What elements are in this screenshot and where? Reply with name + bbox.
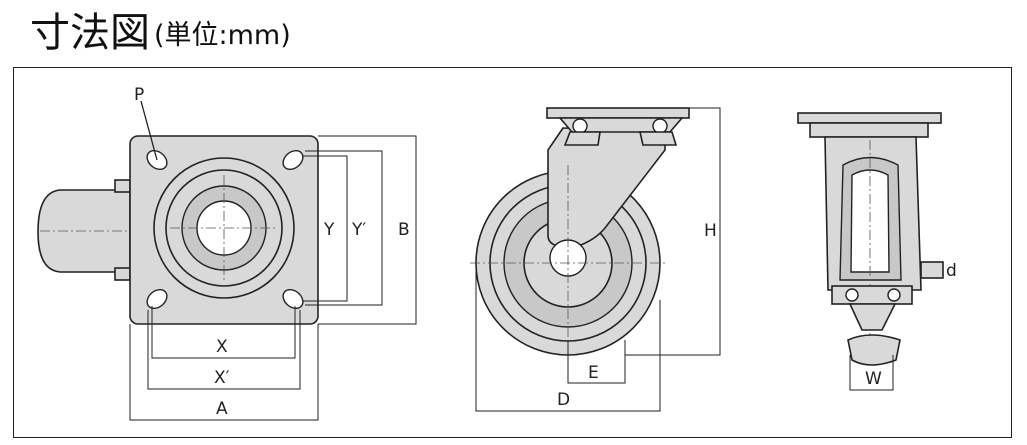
label-x-prime: X′ <box>214 368 230 388</box>
lever-link <box>848 303 897 331</box>
label-x: X <box>216 337 228 357</box>
brake-clip-bottom <box>114 267 131 281</box>
page-title: 寸法図 (単位:mm) <box>30 6 291 56</box>
side-top-plate <box>546 107 690 119</box>
label-h: H <box>704 221 717 241</box>
side-view: H E D <box>470 107 721 412</box>
dim-d-line <box>475 263 661 412</box>
drawing-frame <box>13 67 1012 438</box>
front-view: d W <box>797 112 957 391</box>
title-unit: (単位:mm) <box>154 20 291 51</box>
mount-hole-bottom-right <box>282 288 304 310</box>
front-top-plate <box>797 112 942 124</box>
dim-b-line <box>318 135 417 325</box>
dim-x-prime-line <box>147 310 301 390</box>
p-leader <box>140 100 158 161</box>
top-view: P Y Y′ B X X′ A <box>37 85 417 421</box>
dim-e-line <box>567 340 626 384</box>
swivel-lip-left <box>563 131 601 146</box>
label-b: B <box>398 220 410 240</box>
dim-y-line <box>303 155 348 302</box>
dim-x-line <box>151 306 296 359</box>
label-a: A <box>216 399 228 419</box>
label-d: D <box>557 390 570 410</box>
swivel-lip-right <box>638 131 678 146</box>
title-main: 寸法図 <box>30 10 150 56</box>
front-swivel-head <box>809 122 929 138</box>
label-y: Y <box>323 220 335 240</box>
label-e: E <box>588 363 599 383</box>
label-y-prime: Y′ <box>351 220 366 240</box>
axle-nut-left <box>845 288 859 302</box>
brake-pedal <box>847 334 901 366</box>
label-d-small: d <box>946 261 957 281</box>
label-w: W <box>865 369 882 389</box>
brake-block <box>920 261 944 279</box>
mount-hole-top-right <box>282 149 304 171</box>
mount-hole-bottom-left <box>146 288 168 310</box>
label-p: P <box>134 85 144 105</box>
brake-clip-top <box>114 179 131 193</box>
swivel-bearing-right <box>652 118 668 134</box>
dim-w-line <box>849 355 894 391</box>
axle-nut-right <box>887 288 901 302</box>
dim-h-line <box>625 107 721 356</box>
swivel-bearing-left <box>572 118 588 134</box>
dim-a-line <box>129 324 319 421</box>
dim-y-prime-line <box>305 150 383 306</box>
